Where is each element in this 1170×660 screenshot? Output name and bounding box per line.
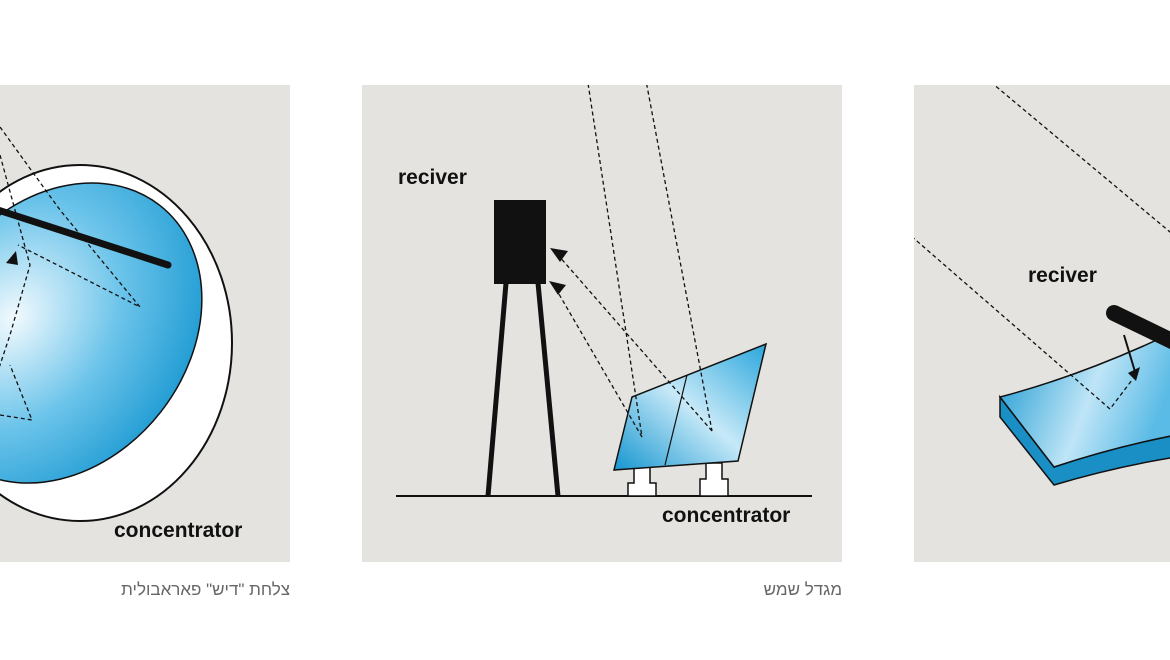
trough-arrow xyxy=(1128,367,1140,381)
trough-rays xyxy=(914,85,1170,410)
tower-receiver-label: reciver xyxy=(398,166,467,189)
dish-mirror xyxy=(0,182,203,484)
tower-arrows xyxy=(549,248,568,295)
dish-arrow xyxy=(6,251,18,265)
tower-mirror-supports xyxy=(627,462,729,497)
dish-receiver-arm xyxy=(0,206,172,269)
trough-receiver-label: reciver xyxy=(1028,264,1097,287)
tower-caption: מגדל שמש xyxy=(763,580,842,599)
dish-rays xyxy=(0,126,141,421)
trough-receiver-pipe xyxy=(1106,305,1170,349)
dish-diagram: concentrator xyxy=(0,126,242,542)
trough-support xyxy=(1123,334,1137,376)
dish-concentrator-label: concentrator xyxy=(114,519,242,542)
tower-mirror-divider xyxy=(664,374,688,466)
dish-panel: concentrator xyxy=(0,85,290,562)
trough-diagram: reciver xyxy=(914,85,1170,486)
tower-diagram: reciver concentrator xyxy=(396,85,812,527)
tower-receiver xyxy=(494,200,546,284)
tower-rays xyxy=(555,85,713,438)
tower-concentrator-label: concentrator xyxy=(662,504,790,527)
dish-caption: צלחת "דיש" פאראבולית xyxy=(121,580,290,599)
tower-mirror xyxy=(613,342,768,471)
trough-mirror xyxy=(998,332,1170,468)
tower-panel: reciver concentrator xyxy=(362,85,842,562)
trough-panel: reciver xyxy=(914,85,1170,562)
tower-legs xyxy=(485,282,561,497)
